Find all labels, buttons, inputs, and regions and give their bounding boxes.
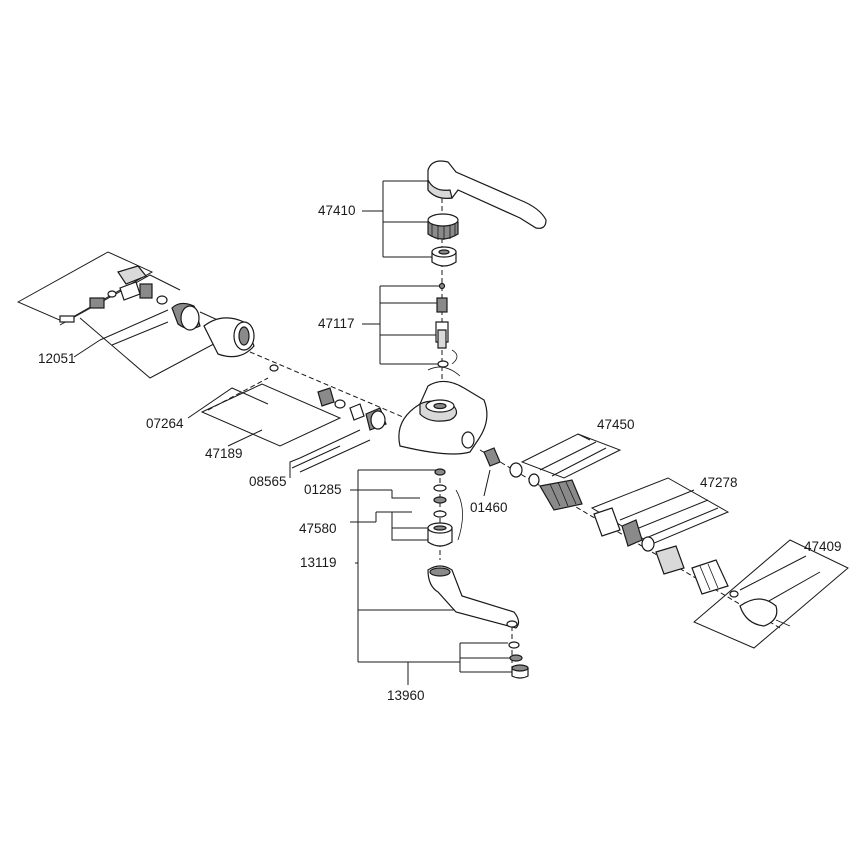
splined-nut bbox=[427, 213, 459, 240]
label-47189: 47189 bbox=[205, 446, 243, 461]
label-01285: 01285 bbox=[304, 482, 342, 497]
lever-handle bbox=[427, 160, 547, 229]
mixer-body bbox=[398, 366, 488, 455]
assembly-axes bbox=[249, 182, 781, 676]
left-axis-small-parts bbox=[269, 364, 387, 431]
right-axis-valve-parts bbox=[483, 447, 583, 511]
eccentric-cover bbox=[171, 302, 255, 358]
label-47450: 47450 bbox=[597, 417, 635, 432]
end-cap-parts bbox=[691, 559, 791, 627]
label-13119: 13119 bbox=[300, 555, 337, 570]
label-08565: 08565 bbox=[249, 474, 287, 489]
wall-fitting-set bbox=[59, 265, 168, 323]
diverter-parts bbox=[427, 468, 463, 547]
label-12051: 12051 bbox=[38, 351, 76, 366]
label-47410: 47410 bbox=[318, 203, 356, 218]
label-47278: 47278 bbox=[700, 475, 738, 490]
label-47580: 47580 bbox=[299, 521, 337, 536]
aerator-parts bbox=[508, 641, 529, 679]
flow-limiter-parts bbox=[593, 507, 685, 575]
label-47409: 47409 bbox=[804, 539, 842, 554]
cartridge-parts bbox=[435, 282, 458, 368]
label-01460: 01460 bbox=[470, 500, 508, 515]
label-13960: 13960 bbox=[387, 688, 425, 703]
ring-washer bbox=[431, 246, 457, 267]
swivel-spout bbox=[427, 565, 520, 629]
label-47117: 47117 bbox=[318, 316, 355, 331]
label-07264: 07264 bbox=[146, 416, 184, 431]
